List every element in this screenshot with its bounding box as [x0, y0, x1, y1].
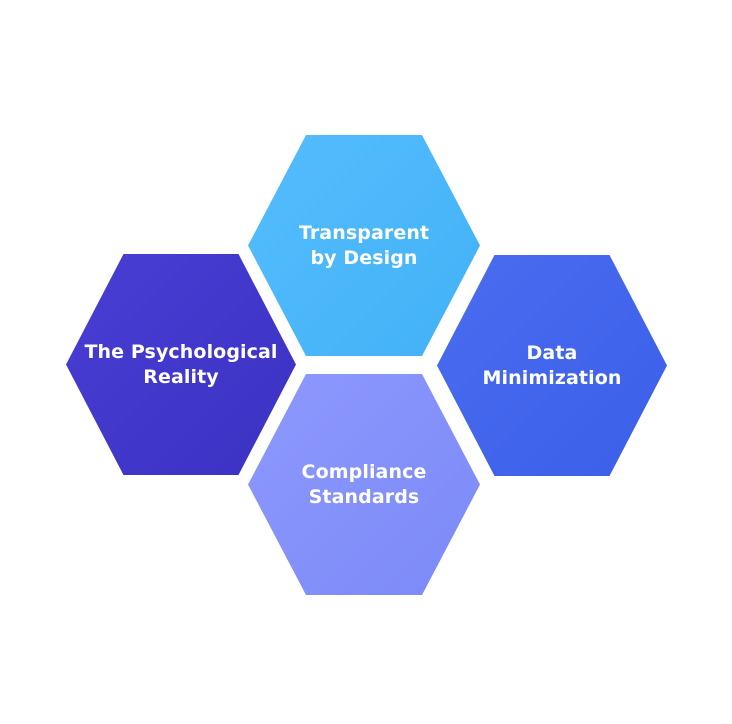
hexagon-label-transparent-by-design: Transparent by Design: [298, 221, 430, 269]
hexagon-the-psychological-reality[interactable]: The Psychological Reality: [66, 254, 296, 475]
hexagon-label-compliance-standards: Compliance Standards: [301, 460, 427, 508]
hexagon-label-the-psychological-reality: The Psychological Reality: [84, 340, 278, 388]
hexagon-data-minimization[interactable]: Data Minimization: [437, 255, 667, 476]
hexagon-label-data-minimization: Data Minimization: [482, 341, 622, 389]
hexagon-transparent-by-design[interactable]: Transparent by Design: [248, 135, 480, 356]
hexagon-compliance-standards[interactable]: Compliance Standards: [248, 374, 480, 595]
